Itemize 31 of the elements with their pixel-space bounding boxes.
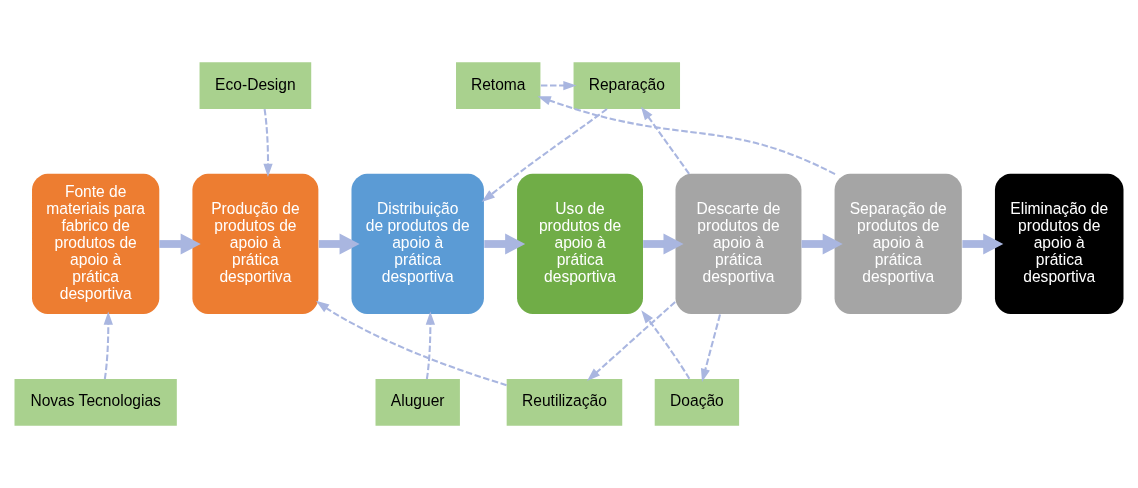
node-box: Separação de produtos de apoio à prática desportiva: [834, 173, 962, 315]
arrow: [641, 310, 691, 380]
arrow: [587, 301, 676, 381]
arrow: [700, 314, 721, 383]
arrow: [801, 233, 843, 255]
arrow: [103, 311, 113, 380]
arrow: [425, 311, 436, 380]
node-box: Distribuição de produtos de apoio à prática desportiva: [351, 173, 484, 315]
node-box: Eliminação de produtos de apoio à prática desportiva: [994, 173, 1124, 315]
arrow: [481, 108, 608, 203]
arrow: [484, 233, 526, 255]
node-box: Aluguer: [375, 379, 460, 426]
node-box: Descarte de produtos de apoio à prática desportiva: [675, 173, 802, 315]
arrow: [540, 80, 577, 91]
arrow: [318, 233, 360, 255]
node-box: Reparação: [573, 62, 681, 109]
node-box: Reutilização: [506, 379, 623, 426]
arrow: [640, 106, 690, 175]
node-box: Produção de produtos de apoio à prática desportiva: [192, 173, 319, 315]
arrow: [263, 109, 273, 177]
node-box: Uso de produtos de apoio à prática desportiva: [517, 173, 643, 315]
arrow: [159, 233, 201, 255]
arrow: [537, 96, 836, 176]
arrow: [643, 233, 684, 255]
arrow: [315, 300, 507, 387]
node-box: Fonte de materiais para fabrico de produtos de apoio à prática desportiva: [32, 173, 160, 315]
arrow: [962, 233, 1004, 255]
node-box: Novas Tecnologias: [14, 379, 177, 426]
node-box: Doação: [654, 379, 740, 426]
node-box: Eco-Design: [199, 62, 312, 109]
node-box: Retoma: [456, 62, 541, 109]
